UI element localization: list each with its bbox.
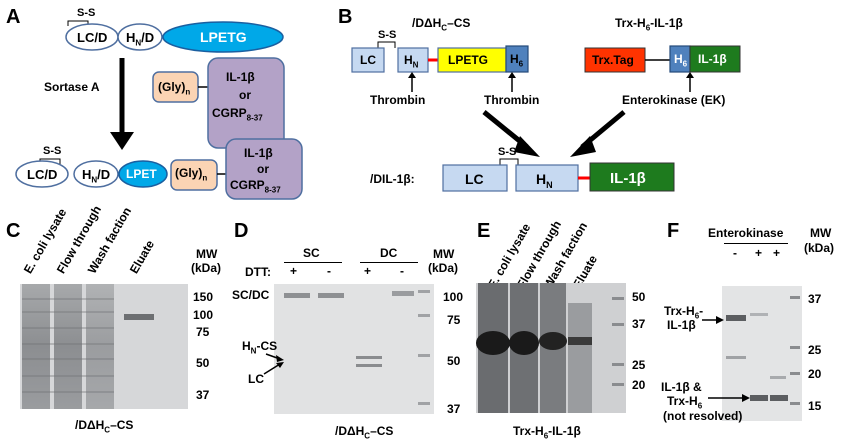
c-mw-unit: (kDa) — [191, 261, 222, 275]
d-sign-4: - — [400, 264, 404, 278]
b-ss-bond-label-2: S-S — [498, 146, 517, 158]
panel-label-b: B — [338, 6, 353, 28]
d-hncs-label: HN-CS — [242, 339, 278, 356]
ss-bond-label-bottom: S-S — [43, 145, 62, 157]
f-sign-3: + — [773, 246, 781, 260]
cgrp-label-bottom: CGRP8-37 — [230, 178, 281, 195]
f-marker-20: 20 — [808, 367, 822, 381]
f-marker-15: 15 — [808, 399, 822, 413]
b-thrombin-label-2: Thrombin — [484, 93, 540, 107]
d-sign-3: + — [364, 264, 372, 278]
or-label-top: or — [239, 88, 251, 102]
d-marker-100: 100 — [443, 290, 464, 304]
d-marker-50: 50 — [447, 354, 461, 368]
b-hn-label: HN — [404, 53, 419, 70]
hnd-label-bottom: HN/D — [82, 167, 111, 185]
gel-e — [476, 283, 626, 413]
b-ek-label: Enterokinase (EK) — [622, 93, 726, 107]
f-cleaved-arrow — [708, 394, 750, 402]
d-sign-2: - — [327, 264, 331, 278]
d-mw-title: MW — [433, 247, 455, 261]
d-marker-37: 37 — [447, 402, 461, 416]
d-scdc-label: SC/DC — [232, 288, 270, 302]
hnd-label-top: HN/D — [126, 30, 155, 48]
gly-label-bottom: (Gly)n — [175, 166, 208, 183]
lpetg-label: LPETG — [200, 29, 247, 45]
il1b-label-bottom: IL-1β — [244, 146, 273, 160]
d-mw-unit: (kDa) — [428, 261, 459, 275]
b-thrombin-label-1: Thrombin — [370, 93, 426, 107]
b-il1b-label: IL-1β — [698, 52, 727, 66]
hnd-oval-top — [117, 23, 163, 51]
lcd-label-bottom: LC/D — [27, 167, 58, 182]
e-marker-37: 37 — [632, 317, 646, 331]
b-lc2-label: LC — [465, 171, 484, 187]
d-band-arrows — [263, 353, 284, 375]
f-sign-2: + — [755, 246, 763, 260]
lpetg-oval — [162, 21, 284, 53]
b-hn2-label: HN — [536, 171, 553, 190]
d-marker-75: 75 — [447, 313, 461, 327]
c-marker-50: 50 — [196, 356, 210, 370]
d-sc-label: SC — [303, 246, 320, 260]
f-mw-title: MW — [810, 226, 832, 240]
c-marker-37: 37 — [196, 388, 210, 402]
c-mw-title: MW — [196, 247, 218, 261]
b-product-label: /DIL-1β: — [370, 172, 415, 186]
d-sc-underline — [284, 262, 342, 263]
b-trxtag-label: Trx.Tag — [592, 53, 634, 67]
b-ss-bond-label: S-S — [378, 29, 397, 41]
e-marker-25: 25 — [632, 358, 646, 372]
d-caption: /DΔHC–CS — [335, 424, 394, 441]
d-sign-1: + — [290, 264, 298, 278]
gel-c — [20, 284, 188, 409]
f-marker-25: 25 — [808, 343, 822, 357]
f-trx2-label: Trx-H6 — [667, 394, 703, 411]
c-marker-150: 150 — [193, 290, 214, 304]
f-il1b-and-label: IL-1β & — [661, 380, 702, 394]
e-caption: Trx-H6-IL-1β — [513, 424, 581, 441]
panel-label-d: D — [234, 220, 249, 242]
c-caption: /DΔHC–CS — [75, 418, 134, 435]
f-trx-label: Trx-H6- — [664, 304, 704, 321]
f-marker-37: 37 — [808, 292, 822, 306]
panel-label-f: F — [667, 220, 680, 242]
f-trx-arrow — [702, 316, 724, 324]
b-h6-label: H6 — [510, 52, 524, 69]
or-label-bottom: or — [257, 162, 269, 176]
panel-label-e: E — [477, 220, 491, 242]
gly-label-top: (Gly)n — [158, 80, 191, 97]
b-lpetg-label: LPETG — [448, 53, 489, 67]
d-dc-label: DC — [380, 246, 398, 260]
e-marker-50: 50 — [632, 290, 646, 304]
f-ek-label: Enterokinase — [708, 226, 784, 240]
lpet-label: LPET — [126, 167, 157, 181]
f-ek-underline — [724, 243, 788, 244]
lcd-label-top: LC/D — [77, 30, 108, 45]
b-il1b2-label: IL-1β — [610, 170, 646, 187]
b-construct-title-1: /DΔHC–CS — [412, 16, 471, 33]
d-dtt-label: DTT: — [245, 265, 271, 279]
panel-label-c: C — [6, 220, 21, 242]
c-marker-100: 100 — [193, 308, 214, 322]
il1b-label-top: IL-1β — [226, 70, 255, 84]
b-construct-title-2: Trx-H6-IL-1β — [615, 16, 683, 33]
sortase-label: Sortase A — [44, 80, 100, 94]
f-notres-label: (not resolved) — [663, 409, 743, 423]
panel-label-a: A — [6, 6, 21, 28]
ss-bond-label-top: S-S — [77, 7, 96, 19]
f-sign-1: - — [733, 246, 737, 260]
b-lc-label: LC — [360, 53, 376, 67]
f-mw-unit: (kDa) — [804, 241, 835, 255]
d-dc-underline — [360, 262, 418, 263]
c-marker-75: 75 — [196, 325, 210, 339]
gel-d — [274, 284, 434, 414]
e-marker-20: 20 — [632, 378, 646, 392]
f-trx-label-b: IL-1β — [667, 318, 696, 332]
d-lc-label: LC — [248, 372, 264, 386]
cgrp-label-top: CGRP8-37 — [212, 106, 263, 123]
b-h6b-label: H6 — [674, 52, 688, 69]
